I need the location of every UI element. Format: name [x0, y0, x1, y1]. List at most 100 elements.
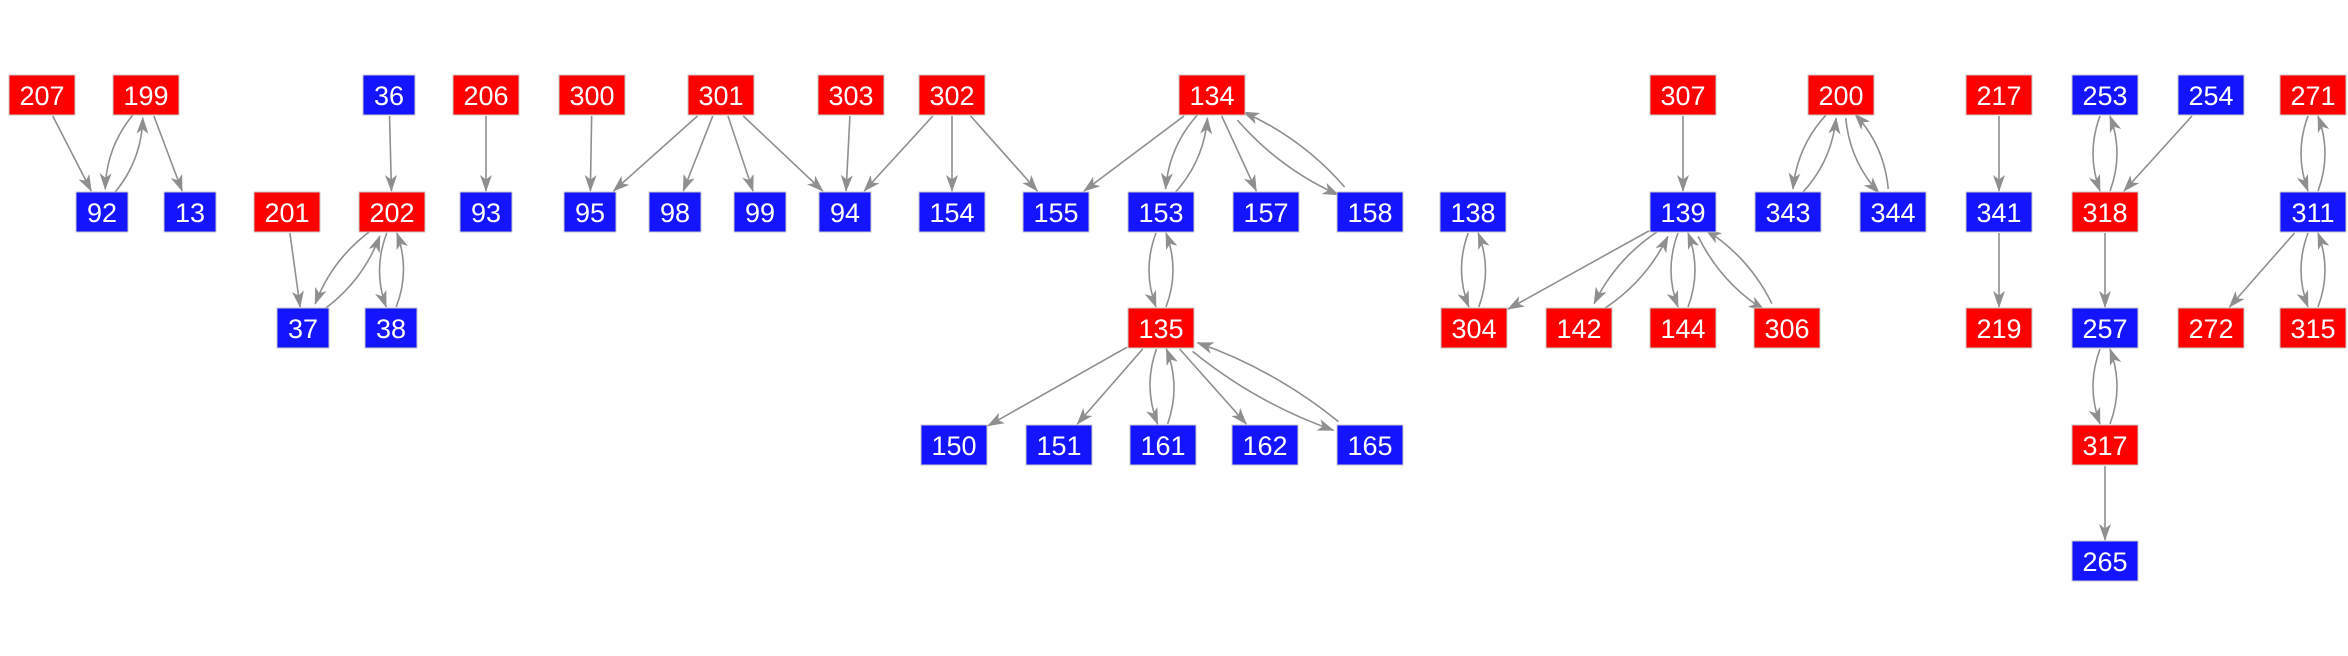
- node-box-165: [1336, 424, 1404, 466]
- edge-311-272: [2228, 232, 2296, 308]
- graph-node-13[interactable]: 13: [163, 191, 217, 233]
- node-box-138: [1439, 191, 1507, 233]
- node-box-13: [163, 191, 217, 233]
- node-box-317: [2071, 424, 2139, 466]
- edge-202-38: [375, 232, 388, 308]
- node-box-302: [918, 74, 986, 116]
- graph-node-272[interactable]: 272: [2177, 307, 2245, 349]
- graph-node-217[interactable]: 217: [1965, 74, 2033, 116]
- graph-node-144[interactable]: 144: [1649, 307, 1717, 349]
- edge-135-150: [987, 346, 1128, 427]
- node-box-158: [1336, 191, 1404, 233]
- graph-node-151[interactable]: 151: [1025, 424, 1093, 466]
- node-label-93: 93: [471, 198, 501, 228]
- graph-node-304[interactable]: 304: [1440, 307, 1508, 349]
- graph-node-162[interactable]: 162: [1231, 424, 1299, 466]
- graph-node-317[interactable]: 317: [2071, 424, 2139, 466]
- graph-node-306[interactable]: 306: [1753, 307, 1821, 349]
- graph-node-157[interactable]: 157: [1232, 191, 1300, 233]
- graph-node-199[interactable]: 199: [112, 74, 180, 116]
- node-label-157: 157: [1243, 198, 1288, 228]
- node-box-98: [648, 191, 702, 233]
- node-box-206: [452, 74, 520, 116]
- graph-node-36[interactable]: 36: [362, 74, 416, 116]
- node-box-271: [2279, 74, 2347, 116]
- graph-node-94[interactable]: 94: [818, 191, 872, 233]
- edge-301-95: [612, 115, 699, 192]
- edge-37-202: [322, 235, 381, 311]
- edge-36-202: [385, 115, 398, 192]
- node-label-135: 135: [1138, 314, 1183, 344]
- node-label-94: 94: [830, 198, 860, 228]
- graph-node-150[interactable]: 150: [920, 424, 988, 466]
- graph-node-38[interactable]: 38: [364, 307, 418, 349]
- edge-139-144: [1666, 232, 1679, 308]
- edge-199-13: [153, 115, 183, 192]
- graph-node-341[interactable]: 341: [1965, 191, 2033, 233]
- edge-317-257: [2109, 348, 2122, 425]
- node-label-36: 36: [374, 81, 404, 111]
- graph-node-158[interactable]: 158: [1336, 191, 1404, 233]
- graph-node-271[interactable]: 271: [2279, 74, 2347, 116]
- node-box-200: [1807, 74, 1875, 116]
- graph-node-165[interactable]: 165: [1336, 424, 1404, 466]
- graph-node-318[interactable]: 318: [2071, 191, 2139, 233]
- node-box-303: [817, 74, 885, 116]
- graph-node-139[interactable]: 139: [1649, 191, 1717, 233]
- graph-node-92[interactable]: 92: [75, 191, 129, 233]
- graph-node-99[interactable]: 99: [733, 191, 787, 233]
- node-box-253: [2071, 74, 2139, 116]
- graph-node-37[interactable]: 37: [276, 307, 330, 349]
- graph-node-155[interactable]: 155: [1022, 191, 1090, 233]
- graph-node-254[interactable]: 254: [2177, 74, 2245, 116]
- node-box-37: [276, 307, 330, 349]
- edge-311-271: [2317, 115, 2330, 192]
- graph-node-135[interactable]: 135: [1127, 307, 1195, 349]
- graph-node-344[interactable]: 344: [1859, 191, 1927, 233]
- graph-node-301[interactable]: 301: [687, 74, 755, 116]
- edge-142-139: [1601, 235, 1669, 312]
- graph-node-307[interactable]: 307: [1649, 74, 1717, 116]
- node-label-300: 300: [569, 81, 614, 111]
- graph-node-98[interactable]: 98: [648, 191, 702, 233]
- node-box-154: [918, 191, 986, 233]
- node-label-38: 38: [376, 314, 406, 344]
- graph-node-202[interactable]: 202: [358, 191, 426, 233]
- graph-node-154[interactable]: 154: [918, 191, 986, 233]
- node-box-344: [1859, 191, 1927, 233]
- graph-node-138[interactable]: 138: [1439, 191, 1507, 233]
- node-label-92: 92: [87, 198, 117, 228]
- graph-node-207[interactable]: 207: [8, 74, 76, 116]
- graph-node-161[interactable]: 161: [1129, 424, 1197, 466]
- graph-node-265[interactable]: 265: [2071, 540, 2139, 582]
- graph-node-253[interactable]: 253: [2071, 74, 2139, 116]
- graph-node-142[interactable]: 142: [1545, 307, 1613, 349]
- graph-node-134[interactable]: 134: [1178, 74, 1246, 116]
- graph-node-201[interactable]: 201: [253, 191, 321, 233]
- node-label-219: 219: [1976, 314, 2021, 344]
- node-label-303: 303: [828, 81, 873, 111]
- graph-node-153[interactable]: 153: [1127, 191, 1195, 233]
- node-box-201: [253, 191, 321, 233]
- graph-node-300[interactable]: 300: [558, 74, 626, 116]
- graph-node-303[interactable]: 303: [817, 74, 885, 116]
- node-label-311: 311: [2291, 198, 2334, 228]
- node-box-93: [459, 191, 513, 233]
- node-label-200: 200: [1818, 81, 1863, 111]
- node-label-206: 206: [463, 81, 508, 111]
- graph-node-315[interactable]: 315: [2279, 307, 2347, 349]
- node-box-162: [1231, 424, 1299, 466]
- graph-node-311[interactable]: 311: [2279, 191, 2347, 233]
- graph-node-257[interactable]: 257: [2071, 307, 2139, 349]
- graph-node-200[interactable]: 200: [1807, 74, 1875, 116]
- graph-node-343[interactable]: 343: [1754, 191, 1822, 233]
- graph-node-302[interactable]: 302: [918, 74, 986, 116]
- node-label-144: 144: [1660, 314, 1705, 344]
- graph-node-206[interactable]: 206: [452, 74, 520, 116]
- graph-node-95[interactable]: 95: [563, 191, 617, 233]
- node-label-265: 265: [2082, 547, 2127, 577]
- node-label-344: 344: [1870, 198, 1915, 228]
- edge-200-343: [1788, 113, 1828, 190]
- graph-node-219[interactable]: 219: [1965, 307, 2033, 349]
- graph-node-93[interactable]: 93: [459, 191, 513, 233]
